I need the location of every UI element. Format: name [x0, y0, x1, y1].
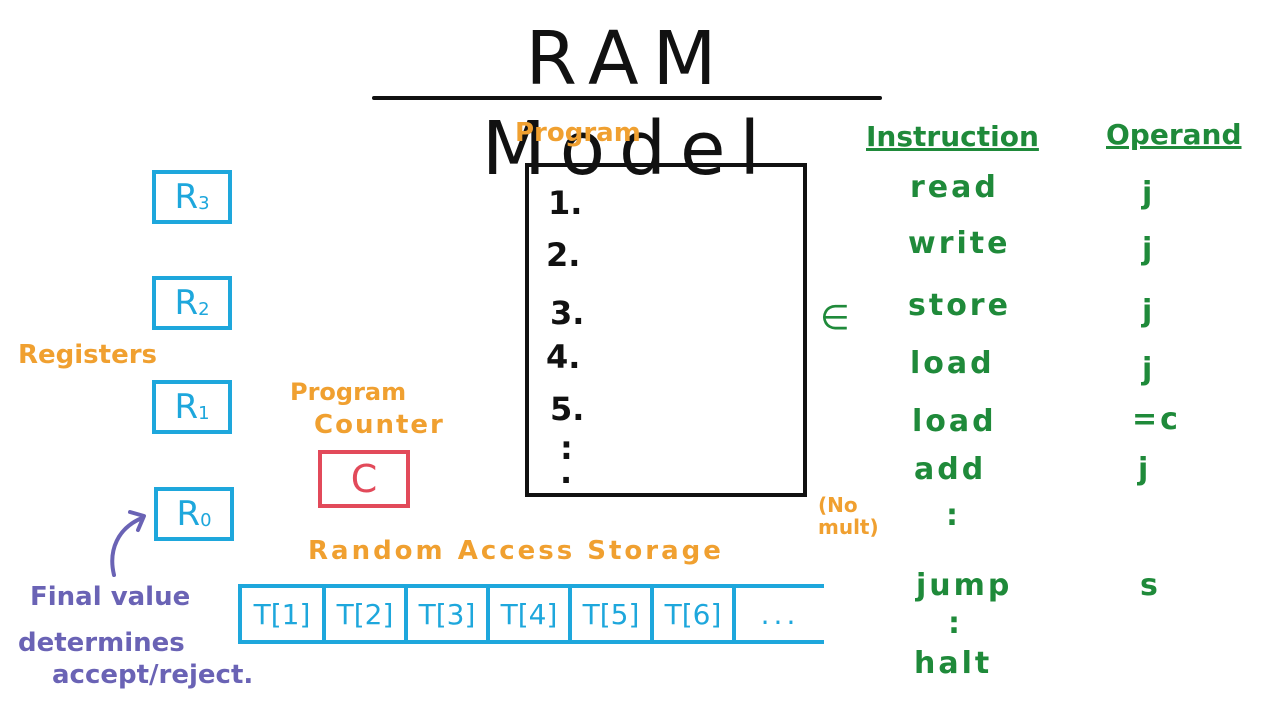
program-line-4: 4.: [546, 338, 581, 376]
instruction-ellipsis-1: :: [946, 498, 961, 533]
title-underline: [372, 96, 882, 100]
note-line-1: Final value: [30, 582, 191, 612]
instruction-add: add: [914, 452, 987, 487]
instruction-jump: jump: [916, 568, 1013, 603]
storage-tape: T[1] T[2] T[3] T[4] T[5] T[6] ...: [238, 584, 824, 644]
no-mult-line-1: (No: [818, 493, 858, 517]
registers-label: Registers: [18, 340, 158, 370]
element-of-symbol: ∈: [820, 298, 850, 338]
program-counter-box: C: [318, 450, 410, 508]
instruction-write: write: [908, 226, 1011, 261]
storage-cell-2: T[2]: [322, 588, 404, 640]
instruction-load-constant: load: [912, 404, 997, 439]
operand-header: Operand: [1106, 118, 1242, 151]
no-mult-note: (No mult): [818, 494, 879, 538]
no-mult-line-2: mult): [818, 515, 879, 539]
program-counter-value: C: [350, 457, 378, 501]
storage-cell-more: ...: [732, 588, 824, 640]
operand-store: j: [1142, 294, 1156, 329]
storage-cell-1: T[1]: [238, 588, 322, 640]
storage-cell-6: T[6]: [650, 588, 732, 640]
storage-cell-3: T[3]: [404, 588, 486, 640]
instruction-header: Instruction: [866, 120, 1039, 153]
instruction-ellipsis-2: :: [948, 606, 963, 641]
storage-cell-4: T[4]: [486, 588, 568, 640]
program-box: [525, 163, 807, 497]
storage-label: Random Access Storage: [308, 536, 724, 566]
operand-add: j: [1138, 452, 1152, 487]
operand-read: j: [1142, 176, 1156, 211]
program-line-2: 2.: [546, 236, 581, 274]
program-label: Program: [515, 118, 641, 148]
instruction-halt: halt: [914, 646, 993, 681]
program-counter-label-2: Counter: [314, 410, 445, 440]
operand-jump: s: [1140, 568, 1161, 603]
operand-write: j: [1142, 232, 1156, 267]
note-line-2: determines: [18, 628, 185, 658]
instruction-store: store: [908, 288, 1011, 323]
note-arrow-icon: [110, 510, 146, 577]
program-line-3: 3.: [550, 294, 585, 332]
program-line-1: 1.: [548, 184, 583, 222]
instruction-load: load: [910, 346, 995, 381]
instruction-read: read: [910, 170, 999, 205]
program-counter-label-1: Program: [290, 378, 407, 406]
program-line-5: 5.: [550, 390, 585, 428]
operand-load: j: [1142, 352, 1156, 387]
storage-cell-5: T[5]: [568, 588, 650, 640]
program-ellipsis: :.: [560, 429, 573, 491]
operand-load-constant: =c: [1132, 402, 1181, 437]
note-line-3: accept/reject.: [52, 660, 254, 690]
